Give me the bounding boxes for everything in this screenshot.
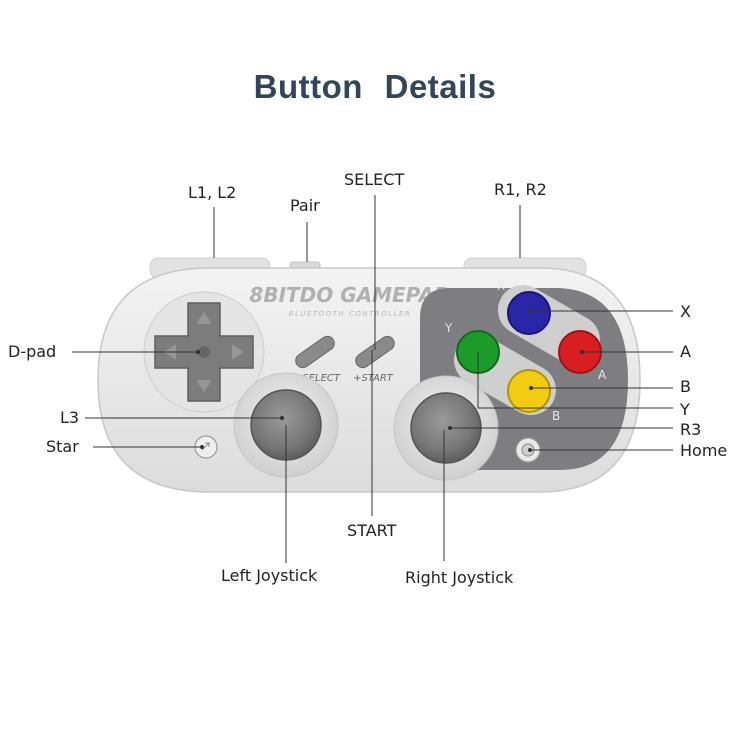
select-marking: −SELECT bbox=[294, 373, 341, 384]
select-button[interactable] bbox=[293, 334, 337, 371]
label-dpad: D-pad bbox=[8, 342, 57, 361]
label-x: X bbox=[680, 302, 691, 321]
star-icon bbox=[201, 442, 210, 451]
page-title: Button Details bbox=[253, 68, 497, 105]
label-r3: R3 bbox=[680, 420, 702, 439]
leader-y bbox=[477, 352, 673, 409]
brand-name: 8BITDO GAMEPAD bbox=[249, 283, 450, 307]
dpad-down-arrow-icon bbox=[196, 380, 212, 392]
label-l1-l2: L1, L2 bbox=[188, 183, 237, 202]
b-button[interactable] bbox=[507, 369, 551, 413]
label-start: START bbox=[347, 521, 397, 540]
label-star: Star bbox=[46, 437, 79, 456]
label-y: Y bbox=[680, 400, 690, 419]
leader-dots bbox=[195, 309, 584, 452]
dpad-right-arrow-icon bbox=[232, 344, 244, 360]
start-button[interactable] bbox=[353, 334, 397, 371]
label-pair: Pair bbox=[290, 196, 320, 215]
label-select: SELECT bbox=[344, 170, 405, 189]
label-left-joystick: Left Joystick bbox=[221, 566, 318, 585]
b-letter: B bbox=[552, 409, 560, 423]
x-button[interactable] bbox=[507, 291, 551, 335]
y-letter: Y bbox=[444, 321, 453, 335]
label-right-joystick: Right Joystick bbox=[405, 568, 514, 587]
label-l3: L3 bbox=[60, 408, 80, 427]
brand-subtitle: BLUETOOTH CONTROLLER bbox=[289, 310, 412, 318]
label-b: B bbox=[680, 377, 691, 396]
label-home: Home bbox=[680, 441, 728, 460]
label-a: A bbox=[680, 342, 691, 361]
start-marking: +START bbox=[353, 373, 394, 384]
a-letter: A bbox=[598, 368, 607, 382]
dpad-center bbox=[198, 346, 210, 358]
x-letter: X bbox=[497, 279, 505, 293]
dpad-up-arrow-icon bbox=[196, 312, 212, 324]
label-r1-r2: R1, R2 bbox=[494, 180, 547, 199]
leader-lines bbox=[72, 195, 673, 563]
